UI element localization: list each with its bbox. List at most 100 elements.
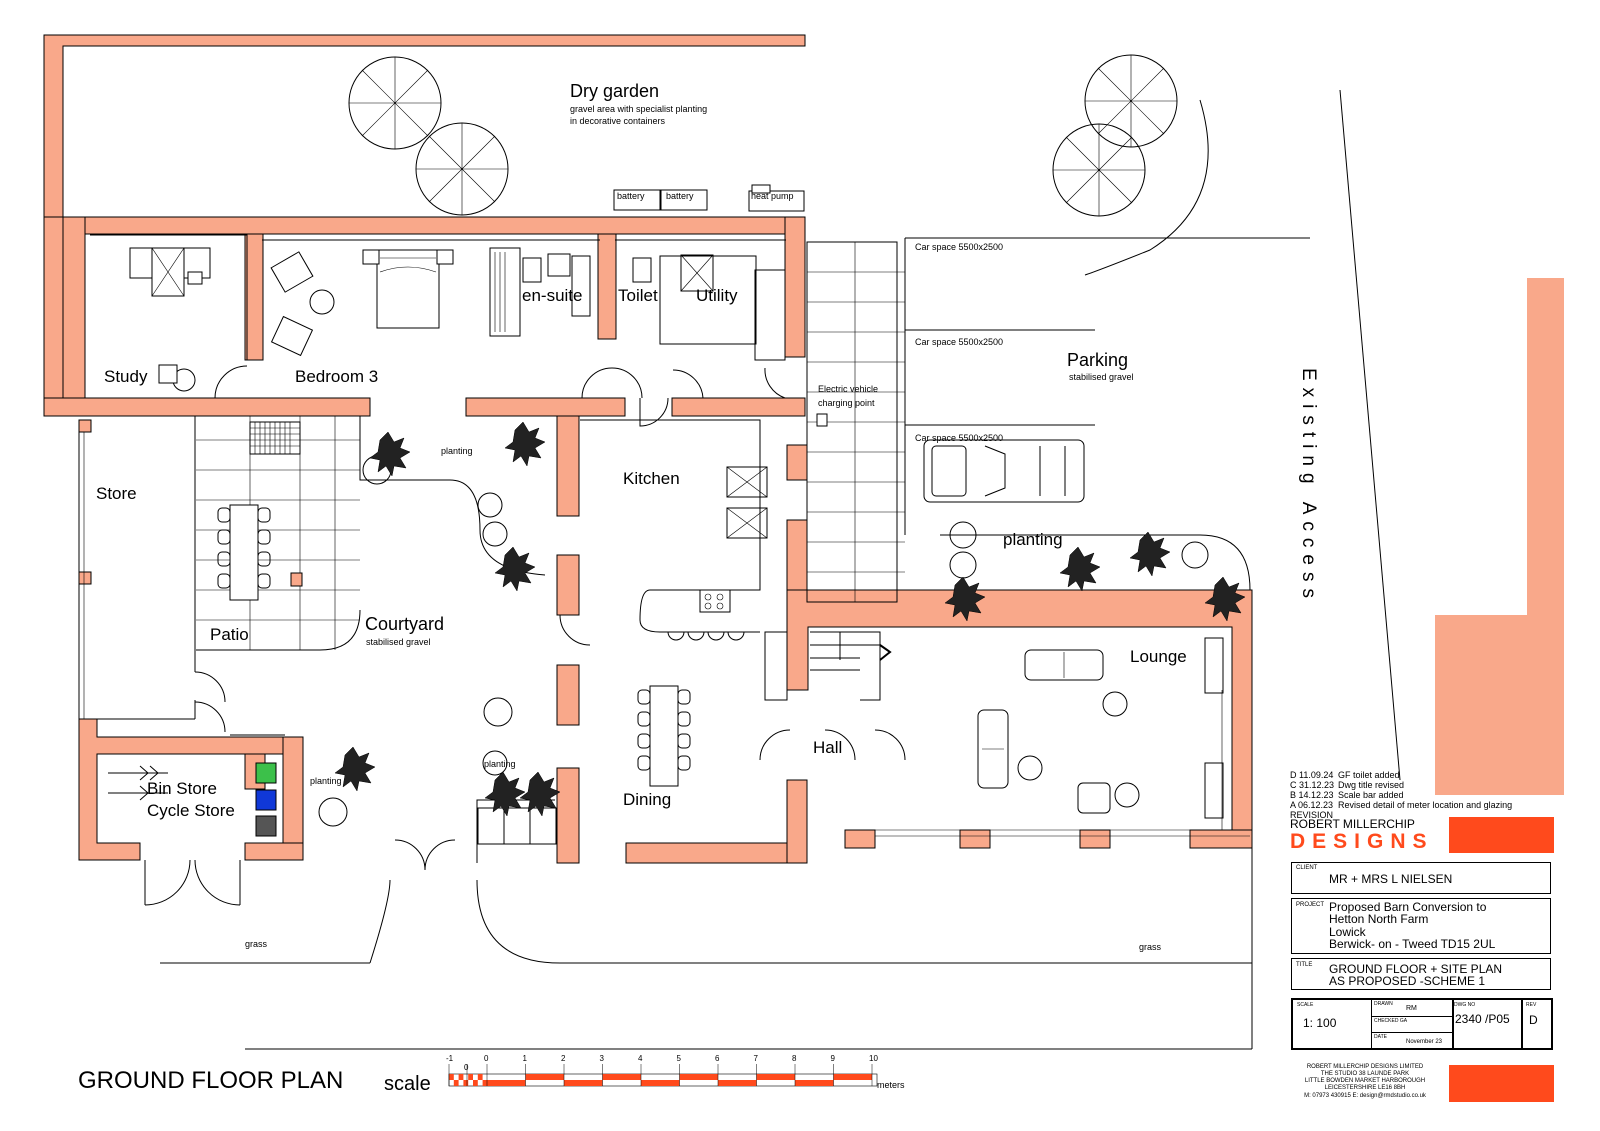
rev-label: REV [1526,1002,1537,1008]
grass-label-2: grass [1139,942,1162,952]
scale-tick-label: 8 [792,1054,797,1063]
scale-bar-segment [525,1074,564,1080]
scale-bar-segment [458,1074,464,1080]
scale-bar-segment [468,1074,473,1080]
checked-label: CHECKED GA [1374,1018,1408,1024]
room-patio: Patio [210,625,249,644]
firm-logo: ROBERT MILLERCHIP DESIGNS [1290,817,1460,854]
scale-bar-segment [679,1074,718,1080]
room-bedroom3: Bedroom 3 [295,367,378,386]
title-line-2: AS PROPOSED -SCHEME 1 [1329,974,1486,988]
scale-meta-label: SCALE [1297,1002,1314,1008]
client-box: CLIENT MR + MRS L NIELSEN [1291,862,1551,894]
scale-unit: meters [877,1080,905,1090]
car-space-2: Car space 5500x2500 [915,337,1003,347]
battery-label-1: battery [617,191,645,201]
scale-tick-label: 3 [600,1054,605,1063]
scale-bar-segment [449,1074,454,1080]
date-label: DATE [1374,1034,1387,1040]
scale-bar-segment [477,1074,483,1080]
room-kitchen: Kitchen [623,469,680,488]
revision-text: Scale bar added [1338,790,1404,800]
project-line-3: Lowick [1329,925,1366,939]
room-ensuite: en-suite [522,286,582,305]
revision-row: A 06.12.23 Revised detail of meter locati… [1290,800,1570,810]
title-box: TITLE GROUND FLOOR + SITE PLAN AS PROPOS… [1291,958,1551,990]
scale-tick-label: 9 [831,1054,836,1063]
scale-tick-label: 7 [754,1054,759,1063]
scale-bar-segment [473,1080,478,1086]
meta-box: SCALE 1: 100 DRAWN RM CHECKED GA DATE No… [1291,998,1553,1050]
scale-tick-label: 10 [869,1054,878,1063]
revision-text: Revised detail of meter location and gla… [1338,800,1513,810]
revision-code: D 11.09.24 [1290,770,1334,780]
drawing-title: GROUND FLOOR PLAN [78,1067,343,1094]
scale-meta-value: 1: 100 [1303,1016,1337,1030]
scale-bar-segment [833,1074,872,1080]
scale-tick-label: 1 [523,1054,528,1063]
project-line-2: Hetton North Farm [1329,912,1429,926]
firm-name-bottom: DESIGNS [1290,830,1434,853]
room-lounge: Lounge [1130,647,1187,666]
scale-bar-segment [602,1074,641,1080]
ev-label-1: Electric vehicle [818,384,878,394]
planting-label-4: planting [484,759,516,769]
furniture [108,184,1250,906]
room-study: Study [104,367,148,386]
ev-label-2: charging point [818,398,875,408]
car-space-3: Car space 5500x2500 [915,433,1003,443]
project-line-4: Berwick- on - Tweed TD15 2UL [1329,937,1496,951]
parking-sub: stabilised gravel [1069,372,1134,382]
battery-label-2: battery [666,191,694,201]
scale-tick-label: 6 [715,1054,720,1063]
trees [318,54,1246,827]
drawn-value: RM [1406,1005,1417,1012]
grass-label-1: grass [245,939,268,949]
room-bin-store: Bin Store [147,779,217,798]
scale-tick-label: 0 [484,1054,489,1063]
project-label: PROJECT [1296,902,1325,908]
scale-tick-label: 4 [638,1054,643,1063]
scale-bar-segment [718,1080,757,1086]
address-line-3: LITTLE BOWDEN MARKET HARBOROUGH [1304,1078,1426,1084]
scale-bar-segment [641,1080,680,1086]
revision-text: Dwg title revised [1338,780,1405,790]
revision-code: A 06.12.23 [1290,800,1334,810]
address-block: ROBERT MILLERCHIP DESIGNS LIMITED THE ST… [1290,1064,1440,1101]
existing-access-label: Existing Access [1298,368,1319,605]
client-label: CLIENT [1296,865,1318,871]
scale-bar-segment [795,1080,834,1086]
room-store: Store [96,484,137,503]
address-line-5: M: 07973 430915 E: design@rmdstudio.co.u… [1304,1093,1426,1099]
planting-label-2: planting [1003,530,1063,549]
address-line-2: THE STUDIO 38 LAUNDE PARK [1320,1071,1410,1077]
drawn-label: DRAWN [1374,1001,1393,1007]
walls [43,34,1564,864]
parking-title: Parking [1067,350,1128,370]
address-line-4: LEICESTERSHIRE LE16 8BH [1324,1085,1406,1091]
revision-row: B 14.12.23 Scale bar added [1290,790,1570,800]
room-courtyard: Courtyard [365,614,444,634]
logo-accent-block [1449,817,1554,853]
room-dining: Dining [623,790,671,809]
garden-note-1: gravel area with specialist planting [570,104,707,114]
scale-tick-label: 0 [464,1063,469,1072]
scale-bar-segment [564,1080,603,1086]
scale-bar-segment [453,1080,459,1086]
project-line-1: Proposed Barn Conversion to [1329,900,1487,914]
revision-text: GF toilet added [1338,770,1400,780]
dwg-value: 2340 /P05 [1455,1012,1510,1026]
scale-tick-label: 2 [561,1054,566,1063]
scale-word: scale [384,1073,431,1095]
date-value: November 23 [1406,1039,1443,1045]
car-space-1: Car space 5500x2500 [915,242,1003,252]
revision-row: D 11.09.24 GF toilet added [1290,770,1570,780]
room-utility: Utility [696,286,738,305]
revision-code: B 14.12.23 [1290,790,1334,800]
room-hall: Hall [813,738,842,757]
garden-title: Dry garden [570,81,659,101]
room-cycle-store: Cycle Store [147,801,235,820]
rev-value: D [1529,1013,1538,1027]
